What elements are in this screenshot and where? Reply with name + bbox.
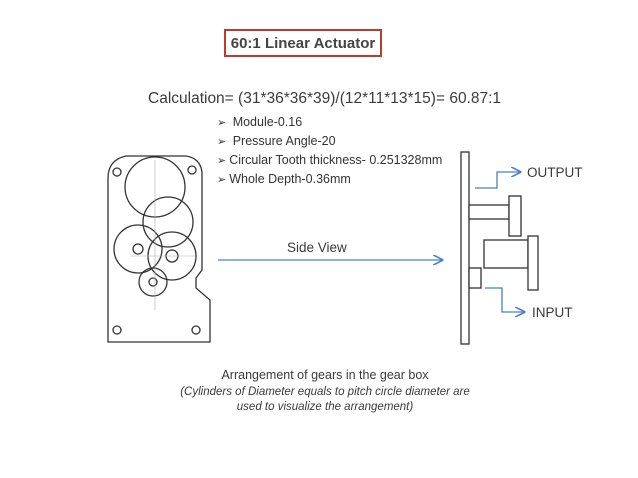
caption-main: Arrangement of gears in the gear box [221,368,429,382]
bullet-arrow-icon: ➢ [217,117,227,129]
output-arrow [475,172,520,189]
bullet-arrow-icon: ➢ [217,155,227,167]
mount-hole-top-right [187,165,197,175]
lower-gear-circle [138,267,168,297]
left-hub [132,243,144,255]
input-flange [527,235,539,291]
bullet-arrow-icon: ➢ [217,174,227,186]
side-plate [460,151,470,345]
mount-hole-bottom-left [112,325,122,335]
output-shaft-housing [468,204,510,220]
housing-outline [107,155,211,343]
small-spacer [468,267,482,289]
title-box: 60:1 Linear Actuator [224,29,382,57]
bullet-arrow-icon: ➢ [217,136,227,148]
caption-sub-line2: used to visualize the arrangement) [236,401,414,413]
input-arrow [485,287,524,312]
left-gear-circle [113,224,163,274]
spec-tooth-thickness: ➢Circular Tooth thickness- 0.251328mm [217,153,443,167]
mount-hole-bottom-right [191,325,201,335]
spec-module: ➢ Module-0.16 [217,115,303,129]
lower-hub [148,277,158,287]
spec-whole-depth: ➢Whole Depth-0.36mm [217,172,351,186]
gear-ratio-calculation: Calculation= (31*36*36*39)/(12*11*13*15)… [148,90,502,107]
gear-specs-list: ➢ Module-0.16 ➢ Pressure Angle-20 ➢Circu… [217,113,442,189]
output-flange [508,195,522,237]
gear-arrangement-caption: Arrangement of gears in the gear box (Cy… [160,368,490,415]
gearbox-front-view [107,155,211,343]
mount-hole-top-left [112,167,122,177]
diagram-title: 60:1 Linear Actuator [230,34,376,52]
spec-pressure-angle: ➢ Pressure Angle-20 [217,134,336,148]
side-view-label: Side View [287,240,347,255]
caption-sub-line1: (Cylinders of Diameter equals to pitch c… [180,386,470,398]
output-label: OUTPUT [527,165,583,180]
mid-right-gear-circle [142,196,194,248]
gearbox-side-view [460,151,539,345]
input-label: INPUT [532,305,573,320]
input-shaft [483,239,529,269]
